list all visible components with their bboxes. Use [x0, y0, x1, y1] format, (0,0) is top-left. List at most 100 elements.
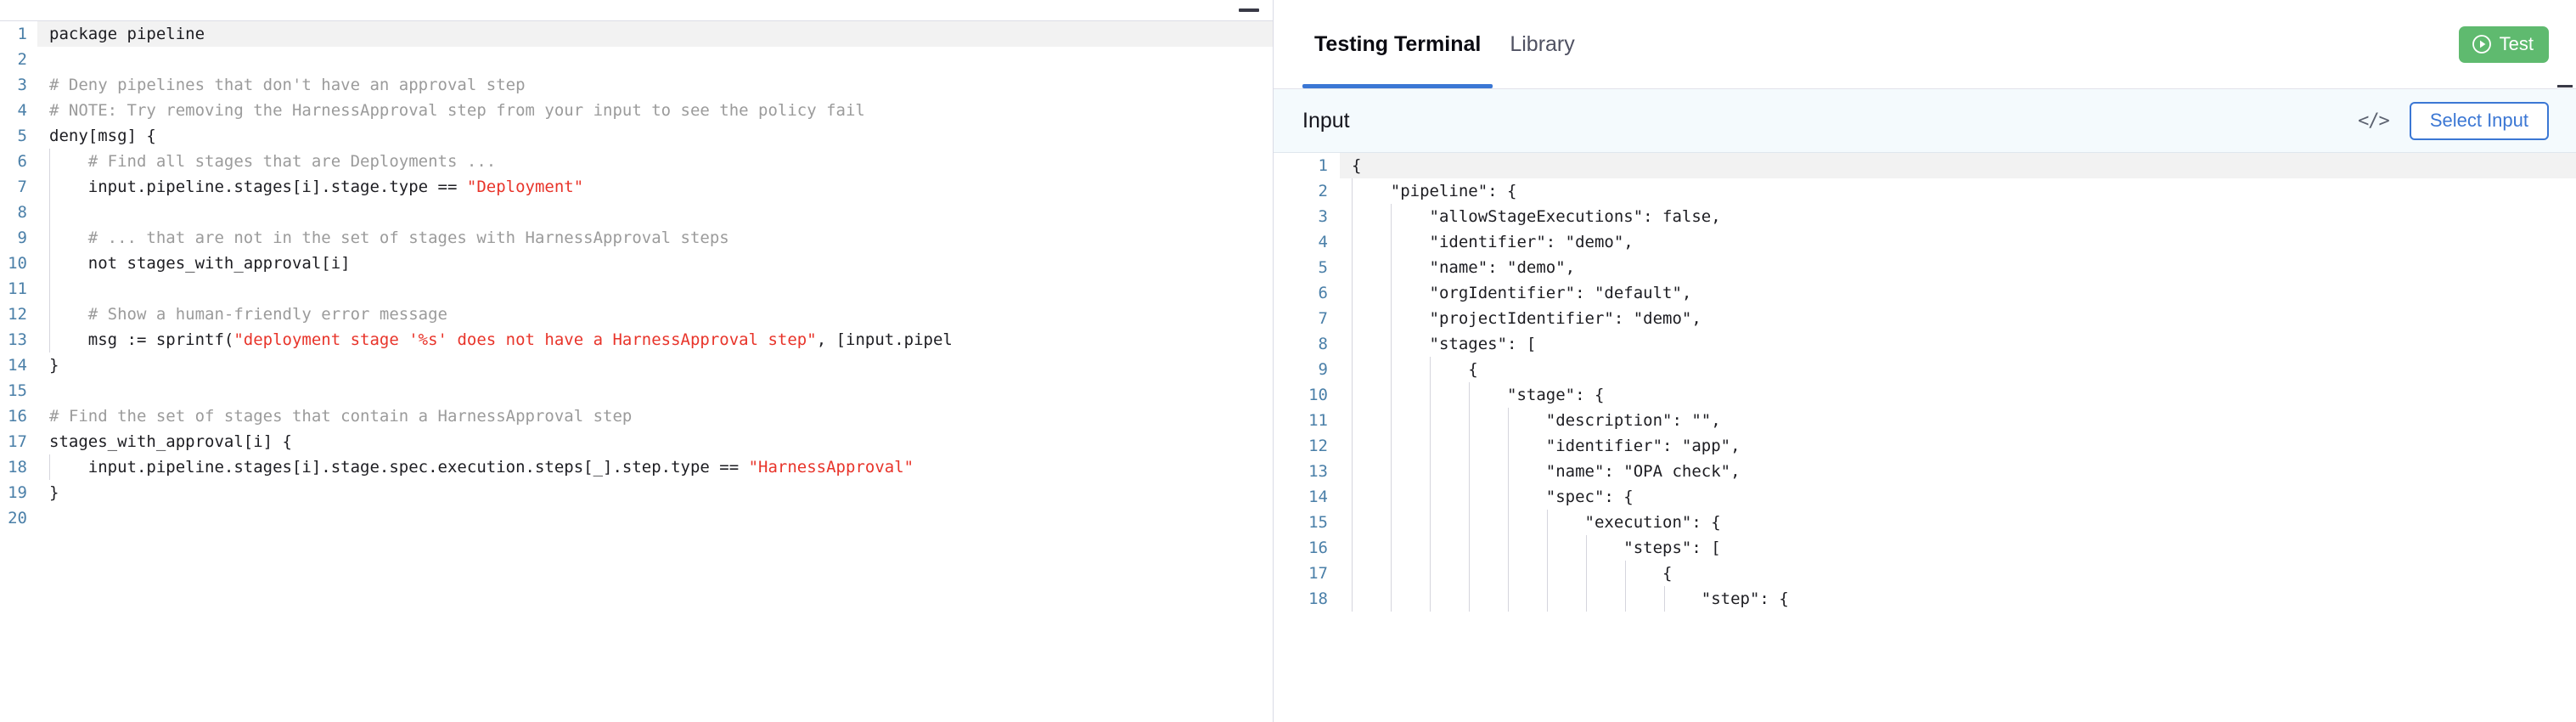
code-token-string: "HarnessApproval" [748, 458, 914, 477]
indent-guide [1547, 586, 1548, 612]
json-line-number: 16 [1308, 539, 1328, 557]
code-line-content [37, 505, 1273, 531]
json-line[interactable]: 4 "identifier": "demo", [1274, 229, 2576, 255]
json-line-content: "step": { [1340, 586, 2576, 612]
json-line-number: 10 [1308, 386, 1328, 404]
json-text: "pipeline": { [1352, 182, 1517, 200]
code-line[interactable]: 12 # Show a human-friendly error message [0, 302, 1273, 327]
json-line-number: 7 [1318, 309, 1328, 328]
json-line[interactable]: 6 "orgIdentifier": "default", [1274, 280, 2576, 306]
indent-guide [1430, 357, 1431, 382]
line-number: 20 [8, 509, 27, 527]
input-json-viewer[interactable]: 1{2 "pipeline": {3 "allowStageExecutions… [1274, 153, 2576, 722]
json-line[interactable]: 2 "pipeline": { [1274, 178, 2576, 204]
json-line[interactable]: 9 { [1274, 357, 2576, 382]
indent-guide [1430, 382, 1431, 408]
json-line[interactable]: 14 "spec": { [1274, 484, 2576, 510]
json-text: "orgIdentifier": "default", [1352, 284, 1692, 302]
code-token-plain: input.pipeline.stages[i].stage.spec.exec… [49, 458, 749, 477]
indent-guide [1352, 255, 1353, 280]
json-text: "step": { [1352, 589, 1789, 608]
indent-guide [1430, 459, 1431, 484]
json-line[interactable]: 3 "allowStageExecutions": false, [1274, 204, 2576, 229]
indent-guide [1391, 535, 1392, 561]
panel-resize-handle[interactable] [2557, 85, 2573, 87]
code-line[interactable]: 9 # ... that are not in the set of stage… [0, 225, 1273, 251]
code-line[interactable]: 14} [0, 353, 1273, 378]
indent-guide [1508, 484, 1509, 510]
json-line[interactable]: 8 "stages": [ [1274, 331, 2576, 357]
json-text: "stage": { [1352, 386, 1605, 404]
json-line[interactable]: 12 "identifier": "app", [1274, 433, 2576, 459]
code-line-content [37, 276, 1273, 302]
code-view-toggle-icon[interactable]: </> [2358, 110, 2390, 132]
line-number: 9 [17, 228, 27, 247]
json-line[interactable]: 18 "step": { [1274, 586, 2576, 612]
indent-guide [1391, 204, 1392, 229]
code-line-content: deny[msg] { [37, 123, 1273, 149]
code-line[interactable]: 3# Deny pipelines that don't have an app… [0, 72, 1273, 98]
indent-guide [1625, 586, 1626, 612]
code-line[interactable]: 20 [0, 505, 1273, 531]
code-token-string: "Deployment" [466, 178, 584, 196]
indent-guide [1586, 586, 1587, 612]
json-line[interactable]: 16 "steps": [ [1274, 535, 2576, 561]
code-line[interactable]: 10 not stages_with_approval[i] [0, 251, 1273, 276]
line-number: 3 [17, 76, 27, 94]
indent-guide [1352, 561, 1353, 586]
json-line[interactable]: 15 "execution": { [1274, 510, 2576, 535]
select-input-button[interactable]: Select Input [2409, 101, 2549, 140]
test-button[interactable]: Test [2458, 25, 2549, 63]
indent-guide [1391, 510, 1392, 535]
terminal-tab-list: Testing Terminal Library [1302, 0, 1587, 88]
json-line-content: { [1340, 561, 2576, 586]
code-line[interactable]: 2 [0, 47, 1273, 72]
code-line[interactable]: 19} [0, 480, 1273, 505]
code-line[interactable]: 11 [0, 276, 1273, 302]
indent-guide [1391, 306, 1392, 331]
code-line[interactable]: 18 input.pipeline.stages[i].stage.spec.e… [0, 454, 1273, 480]
line-number: 16 [8, 407, 27, 426]
code-line-content: # ... that are not in the set of stages … [37, 225, 1273, 251]
line-number: 13 [8, 330, 27, 349]
tab-label: Testing Terminal [1314, 31, 1482, 56]
code-line[interactable]: 8 [0, 200, 1273, 225]
json-line[interactable]: 13 "name": "OPA check", [1274, 459, 2576, 484]
code-line[interactable]: 7 input.pipeline.stages[i].stage.type ==… [0, 174, 1273, 200]
tab-testing-terminal[interactable]: Testing Terminal [1302, 0, 1493, 88]
json-line[interactable]: 5 "name": "demo", [1274, 255, 2576, 280]
json-line[interactable]: 11 "description": "", [1274, 408, 2576, 433]
indent-guide [1469, 382, 1470, 408]
json-line-content: "stage": { [1340, 382, 2576, 408]
line-number: 6 [17, 152, 27, 171]
indent-guide [1391, 408, 1392, 433]
json-line-content: "name": "OPA check", [1340, 459, 2576, 484]
indent-guide [1469, 459, 1470, 484]
json-line[interactable]: 10 "stage": { [1274, 382, 2576, 408]
code-token-plain: not stages_with_approval[i] [49, 254, 351, 273]
tab-label: Library [1510, 31, 1575, 56]
code-line[interactable]: 6 # Find all stages that are Deployments… [0, 149, 1273, 174]
code-line[interactable]: 4# NOTE: Try removing the HarnessApprova… [0, 98, 1273, 123]
json-text: "stages": [ [1352, 335, 1537, 353]
indent-guide [49, 454, 50, 480]
json-line[interactable]: 1{ [1274, 153, 2576, 178]
tab-library[interactable]: Library [1498, 0, 1586, 88]
code-line[interactable]: 13 msg := sprintf("deployment stage '%s'… [0, 327, 1273, 353]
indent-guide [1547, 535, 1548, 561]
code-line[interactable]: 16# Find the set of stages that contain … [0, 403, 1273, 429]
json-line[interactable]: 7 "projectIdentifier": "demo", [1274, 306, 2576, 331]
code-line[interactable]: 15 [0, 378, 1273, 403]
indent-guide [49, 327, 50, 353]
minimize-icon[interactable] [1239, 8, 1259, 12]
json-line-content: "identifier": "app", [1340, 433, 2576, 459]
indent-guide [1430, 510, 1431, 535]
code-line-content: package pipeline [37, 21, 1273, 47]
json-line[interactable]: 17 { [1274, 561, 2576, 586]
indent-guide [1430, 433, 1431, 459]
indent-guide [1586, 561, 1587, 586]
